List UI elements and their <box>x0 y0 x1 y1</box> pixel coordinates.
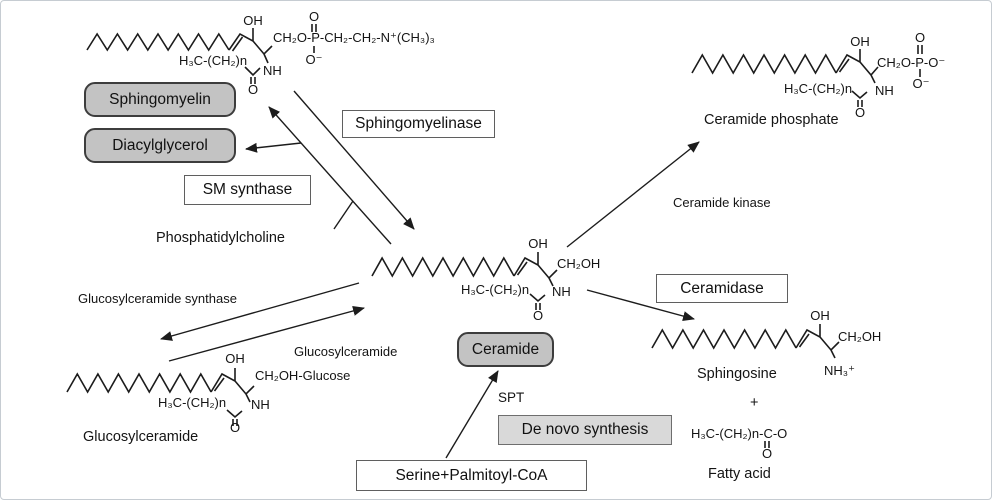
serine-palmitoyl-coa-box: Serine+Palmitoyl-CoA <box>356 460 587 491</box>
ceramide-phosphate-h3c-chain-label: H₃C-(CH₂)n <box>784 81 853 96</box>
serine-box-label: Serine+Palmitoyl-CoA <box>395 466 548 484</box>
ceramide-box: Ceramide <box>457 332 554 367</box>
ceramide-phosphate-label: Ceramide phosphate <box>704 112 839 128</box>
sm-synthase-arrow <box>268 106 392 245</box>
ceramide-phosphate-bonds <box>835 45 923 107</box>
sphingomyelin-chain <box>86 32 230 52</box>
sphingomyelin-carbonyl-o-label: O <box>247 82 259 97</box>
sphingomyelinase-arrow <box>293 90 415 230</box>
sphingosine-chain <box>651 328 797 350</box>
sphingomyelin-o-minus-label: O⁻ <box>305 52 323 67</box>
sphingomyelin-box: Sphingomyelin <box>84 82 236 117</box>
plus-sign: + <box>750 395 759 411</box>
ceramide-phosphate-nh-label: NH <box>875 83 894 98</box>
sphingosine-label: Sphingosine <box>697 366 777 382</box>
ceramide-kinase-arrow <box>566 141 700 248</box>
ceramide-nh-label: NH <box>552 284 571 299</box>
ceramide-phosphate-oh-label: OH <box>850 34 870 49</box>
glucosylceramide-carbonyl-o-label: O <box>229 420 241 435</box>
diacylglycerol-box: Diacylglycerol <box>84 128 236 163</box>
ceramide-phosphate-o-minus-label: O⁻ <box>912 76 930 91</box>
sphingomyelin-oh-label: OH <box>243 13 263 28</box>
ceramide-phosphate-carbonyl-o-label: O <box>854 105 866 120</box>
ceramide-ch2oh-label: CH₂OH <box>557 256 601 271</box>
ceramide-chain <box>371 256 515 278</box>
ceramide-oh-label: OH <box>528 236 548 251</box>
diacylglycerol-arrow <box>245 142 302 153</box>
sphingomyelin-bonds <box>228 24 317 84</box>
ceramide-h3c-chain-label: H₃C-(CH₂)n <box>461 282 530 297</box>
ceramide-kinase-label: Ceramide kinase <box>673 195 771 210</box>
fatty-acid-label: Fatty acid <box>708 466 771 482</box>
sphingomyelin-box-label: Sphingomyelin <box>109 90 211 108</box>
sphingomyelinase-box-label: Sphingomyelinase <box>355 115 482 132</box>
ceramide-phosphate-headgroup-formula: CH₂O-P-O⁻ <box>877 55 946 70</box>
de-novo-synthesis-box: De novo synthesis <box>498 415 672 445</box>
sphingomyelin-nh-label: NH <box>263 63 282 78</box>
glucosylceramide-nh-label: NH <box>251 397 270 412</box>
phosphatidylcholine-branch <box>333 200 354 230</box>
fatty-acid-formula: H₃C-(CH₂)n-C-O <box>691 426 788 441</box>
spt-label: SPT <box>498 390 525 405</box>
ceramidase-arrow <box>586 289 695 321</box>
sphingosine-oh-label: OH <box>810 308 830 323</box>
glucosylceramide-pathway-label: Glucosylceramide <box>294 344 398 359</box>
ceramidase-box-label: Ceramidase <box>680 279 764 297</box>
sphingosine-ch2oh-label: CH₂OH <box>838 329 882 344</box>
sphingosine-nh3-label: NH₃⁺ <box>824 363 855 378</box>
sm-synthase-box-label: SM synthase <box>202 181 293 198</box>
glucosylceramide-structure-label: Glucosylceramide <box>83 429 199 445</box>
ceramide-phosphate-o-label: O <box>914 30 926 45</box>
fatty-acid-o-label: O <box>761 446 773 461</box>
phosphatidylcholine-label: Phosphatidylcholine <box>156 230 285 246</box>
glucosylceramide-synthase-label: Glucosylceramide synthase <box>78 291 237 306</box>
ceramide-bonds <box>513 252 558 310</box>
gcs-to-glucosylceramide-arrow <box>160 282 360 341</box>
sphingomyelin-phosphate-o-label: O <box>308 9 320 24</box>
glucosylceramide-bonds <box>210 368 255 426</box>
diacylglycerol-box-label: Diacylglycerol <box>112 136 208 154</box>
sphingomyelin-h3c-chain-label: H₃C-(CH₂)n <box>179 53 248 68</box>
sphingomyelin-headgroup-formula: CH₂O-P-CH₂-CH₂-N⁺(CH₃)₃ <box>273 30 435 45</box>
acyl-chains <box>66 32 837 394</box>
glucosylceramide-oh-label: OH <box>225 351 245 366</box>
gcs-to-ceramide-arrow <box>168 306 365 362</box>
ceramide-box-label: Ceramide <box>471 340 540 358</box>
fatty-acid-bonds <box>764 441 770 448</box>
sphingomyelinase-box: Sphingomyelinase <box>342 110 495 138</box>
glucosylceramide-headgroup-formula: CH₂OH-Glucose <box>255 368 351 383</box>
sm-synthase-box: SM synthase <box>184 175 311 205</box>
spt-arrow <box>445 370 499 459</box>
de-novo-box-label: De novo synthesis <box>521 421 649 438</box>
ceramidase-box: Ceramidase <box>656 274 788 303</box>
sphingosine-bonds <box>795 324 840 359</box>
ceramide-phosphate-chain <box>691 53 837 75</box>
glucosylceramide-h3c-chain-label: H₃C-(CH₂)n <box>158 395 227 410</box>
ceramide-carbonyl-o-label: O <box>532 308 544 323</box>
glucosylceramide-chain <box>66 372 212 394</box>
